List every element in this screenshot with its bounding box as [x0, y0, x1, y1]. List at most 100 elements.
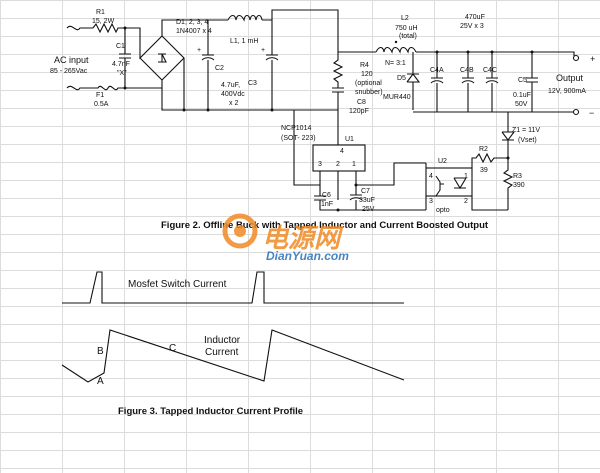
c6-value: 1nF: [321, 201, 333, 208]
u2-pin4: 4: [429, 173, 433, 180]
resistor-r2: [471, 152, 508, 164]
u1-package: (SOT- 223): [281, 135, 316, 142]
svg-text:+: +: [261, 47, 265, 54]
capacitor-c1: C1 4.7nF "X": [112, 26, 131, 90]
c4-value-1: 470uF: [465, 14, 485, 21]
u1-pin2: 2: [336, 161, 340, 168]
inductor-current-waveform: [61, 329, 405, 383]
c8-value: 120pF: [349, 108, 369, 115]
c1-label: C1: [116, 43, 125, 50]
r4-note-1: (optional: [355, 80, 382, 87]
snubber-r4-c8: R4 120 (optional snubber) C8 120pF: [332, 52, 383, 140]
d1-label: D1, 2, 3, 4: [176, 19, 208, 26]
capacitors-c4: 470uF 25V x 3 C4A C4B C4C: [430, 14, 499, 112]
z1-sub: (Vset): [518, 137, 537, 144]
dc-bus: L1, 1 mH: [207, 9, 339, 55]
r1-value: 15, 2W: [92, 18, 115, 25]
d5-value: MUR440: [383, 94, 411, 101]
watermark-url: DianYuan.com: [266, 249, 349, 263]
l1-label: L1, 1 mH: [230, 38, 258, 45]
resistor-r1: R1 15, 2W: [92, 9, 135, 34]
mosfet-current-waveform: [62, 271, 404, 304]
inductor-current-label-2: Current: [205, 347, 239, 358]
figure2-caption: Figure 2. Offline Buck with Tapped Induc…: [161, 220, 489, 231]
controller-u1: NCP1014 (SOT- 223) U1 4 3 2 1: [281, 110, 426, 200]
fuse-f1: F1 0.5A: [92, 85, 135, 108]
l2-label: L2: [401, 15, 409, 22]
c3-label: C3: [248, 80, 257, 87]
capacitor-c6: C6 1nF: [314, 185, 394, 211]
c6-label: C6: [322, 192, 331, 199]
dianyuan-watermark: 电源网 DianYuan.com: [222, 213, 349, 263]
r2-value: 39: [480, 167, 488, 174]
point-c-label: C: [169, 343, 176, 354]
u1-pin1: 1: [352, 161, 356, 168]
capacitor-c7: C7 33uF 25V: [336, 183, 375, 213]
output-minus-sign: −: [589, 108, 594, 118]
c1-value: 4.7nF: [112, 61, 130, 68]
feedback-network: R2 39 Z1 = 11V (Vset) R3 390: [471, 112, 540, 210]
c2-label: C2: [215, 65, 224, 72]
f1-value: 0.5A: [94, 101, 109, 108]
inductor-current-label-1: Inductor: [204, 335, 241, 346]
dianyuan-logo-icon: [222, 213, 258, 249]
output-plus-terminal: [572, 54, 580, 62]
u2-opto: opto: [436, 207, 450, 214]
r3-label: R3: [513, 173, 522, 180]
figure3-caption: Figure 3. Tapped Inductor Current Profil…: [118, 406, 303, 417]
r2-label: R2: [479, 146, 488, 153]
c23-value-2: 400Vdc: [221, 91, 245, 98]
watermark-cn: 电源网: [262, 223, 344, 253]
u1-body: [312, 144, 366, 172]
point-a-label: A: [97, 376, 104, 387]
c23-value-1: 4.7uF,: [221, 82, 240, 89]
figure3-waveforms: Mosfet Switch Current Inductor Current B…: [61, 271, 405, 417]
c7-label: C7: [361, 188, 370, 195]
ac-terminal-top: [66, 25, 93, 31]
c5-label: C5: [518, 77, 527, 84]
c7-value-1: 33uF: [359, 197, 375, 204]
d1-value: 1N4007 x 4: [176, 28, 212, 35]
c4a-label: C4A: [430, 67, 444, 74]
primary-return-rail: [161, 88, 338, 111]
u1-part: NCP1014: [281, 125, 311, 132]
svg-text:+: +: [197, 47, 201, 54]
ac-input-range: 85 - 265Vac: [50, 68, 88, 75]
u2-pin3: 3: [429, 198, 433, 205]
ac-input: AC input 85 - 265Vac: [50, 25, 93, 91]
u2-body: [425, 167, 473, 197]
c4b-label: C4B: [460, 67, 474, 74]
u1-pin4: 4: [340, 148, 344, 155]
mosfet-current-label: Mosfet Switch Current: [128, 279, 227, 290]
inductor-l2: L2 750 uH (total) N= 3:1: [338, 15, 574, 67]
r4-value: 120: [361, 71, 373, 78]
bridge-rectifier: D1, 2, 3, 4 1N4007 x 4: [135, 19, 212, 110]
output-label: Output: [556, 73, 584, 83]
point-b-label: B: [97, 346, 104, 357]
u1-pin3: 3: [318, 161, 322, 168]
optocoupler-u2: U2 4 3 1 2 opto: [394, 158, 508, 214]
figure2-schematic: AC input 85 - 265Vac R1 15, 2W F1 0.5A C…: [50, 9, 595, 231]
d5-label: D5: [397, 75, 406, 82]
l2-value-1: 750 uH: [395, 25, 418, 32]
ac-input-label: AC input: [54, 55, 89, 65]
output-value: 12V, 900mA: [548, 88, 586, 95]
r4-label: R4: [360, 62, 369, 69]
f1-label: F1: [96, 92, 104, 99]
c7-value-2: 25V: [362, 206, 375, 213]
c4c-label: C4C: [483, 67, 497, 74]
r1-label: R1: [96, 9, 105, 16]
c23-value-3: x 2: [229, 100, 238, 107]
u2-label: U2: [438, 158, 447, 165]
capacitor-c5: C5 0.1uF 50V: [513, 50, 538, 112]
r4-note-2: snubber): [355, 89, 383, 96]
c4-value-2: 25V x 3: [460, 23, 484, 30]
c5-value-2: 50V: [515, 101, 528, 108]
u2-pin1: 1: [464, 173, 468, 180]
c5-value-1: 0.1uF: [513, 92, 531, 99]
ac-terminal-bottom: [66, 85, 92, 91]
u2-pin2: 2: [464, 198, 468, 205]
output-minus-terminal: [572, 108, 580, 116]
